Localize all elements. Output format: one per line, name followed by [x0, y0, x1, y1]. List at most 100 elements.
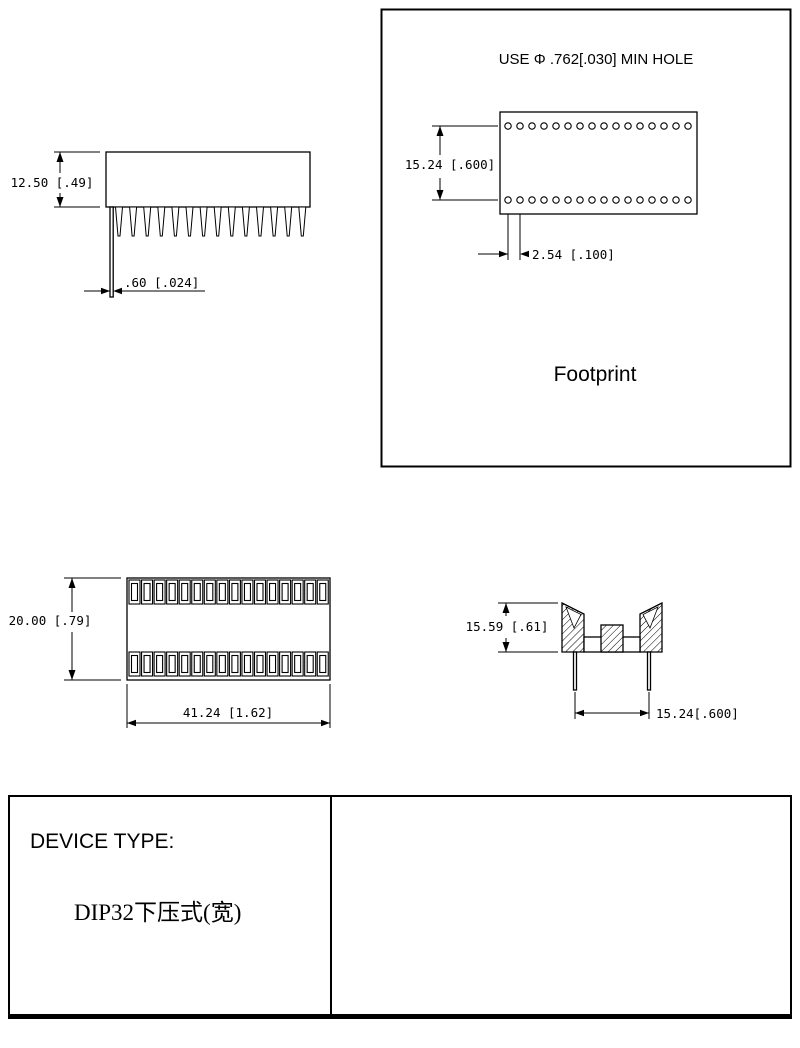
- left-contact-slot: [565, 606, 582, 629]
- connector-pin: [143, 206, 152, 237]
- footprint-hole: [624, 122, 632, 130]
- dimension-leg-span: 15.24[.600]: [574, 692, 739, 721]
- arrowhead: [640, 709, 649, 717]
- footprint-hole: [528, 122, 536, 130]
- device-type-label: DEVICE TYPE:: [30, 830, 175, 853]
- arrowhead: [436, 190, 444, 200]
- connector-pin: [129, 206, 138, 237]
- pin-row: [114, 206, 307, 237]
- contact-cell-inner: [193, 654, 201, 674]
- footprint-hole: [660, 122, 668, 130]
- footprint-hole: [684, 122, 692, 130]
- title-block-right-cell: [332, 797, 790, 1014]
- dim-text-pin: .60 [.024]: [124, 275, 199, 290]
- dimension-row-spacing: 15.24 [.600]: [405, 125, 498, 201]
- arrowhead: [101, 287, 110, 295]
- title-block: DEVICE TYPE: DIP32下压式(宽): [8, 795, 792, 1019]
- footprint-hole: [552, 122, 560, 130]
- contact-cell-inner: [294, 654, 302, 674]
- arrowhead: [502, 642, 510, 652]
- footprint-hole: [564, 196, 572, 204]
- contact-cell-inner: [256, 654, 264, 674]
- contact-cell-inner: [268, 654, 277, 674]
- contact-cell-inner: [218, 582, 226, 602]
- connector-pin: [241, 206, 250, 237]
- contact-cell-inner: [143, 654, 151, 674]
- contact-cell-inner: [243, 582, 251, 602]
- connector-pin: [157, 206, 166, 237]
- connector-pin: [227, 206, 236, 237]
- footprint-hole: [648, 196, 656, 204]
- connector-pin: [114, 206, 124, 237]
- footprint-hole: [672, 122, 680, 130]
- footprint-hole: [576, 122, 584, 130]
- footprint-hole: [600, 196, 608, 204]
- footprint-hole: [600, 122, 608, 130]
- right-leg: [646, 651, 652, 691]
- dimension-pitch: 2.54 [.100]: [478, 214, 615, 262]
- contact-cell-inner: [281, 654, 289, 674]
- connector-pin: [270, 206, 279, 237]
- footprint-hole: [660, 196, 668, 204]
- arrowhead: [56, 152, 64, 162]
- footprint-hole: [516, 196, 524, 204]
- contact-cell-inner: [319, 582, 327, 602]
- contact-cell-inner: [130, 654, 139, 674]
- contact-cell-inner: [181, 582, 189, 602]
- right-contact-slot: [642, 606, 659, 629]
- contact-cell-inner: [130, 582, 139, 602]
- contact-cell-inner: [231, 654, 239, 674]
- contact-cell-inner: [256, 582, 264, 602]
- contact-cell-inner: [181, 654, 189, 674]
- footprint-hole: [588, 122, 596, 130]
- dim-text-body-width: 20.00 [.79]: [9, 613, 92, 628]
- contact-cell-inner: [206, 654, 214, 674]
- contact-cell-inner: [294, 582, 302, 602]
- socket-body-outline: [126, 577, 331, 681]
- dim-text-pitch: 2.54 [.100]: [532, 247, 615, 262]
- footprint-hole: [648, 122, 656, 130]
- connector-pin: [171, 206, 180, 237]
- dimension-body-width: 20.00 [.79]: [9, 577, 121, 681]
- end-view-drawing: 15.59 [.61] 15.24[.600]: [466, 601, 739, 721]
- contact-cell-inner: [306, 582, 314, 602]
- footprint-hole: [552, 196, 560, 204]
- footprint-hole: [540, 122, 548, 130]
- left-leg: [572, 651, 578, 691]
- contact-cell-inner: [306, 654, 314, 674]
- hole-pattern: [504, 122, 692, 204]
- arrowhead: [499, 250, 508, 258]
- connector-pin: [255, 206, 265, 237]
- dimension-body-length: 41.24 [1.62]: [126, 684, 331, 728]
- dim-text-body-length: 41.24 [1.62]: [183, 705, 273, 720]
- connector-pin: [284, 206, 293, 237]
- contact-cell-inner: [281, 582, 289, 602]
- contact-cell-inner: [243, 654, 251, 674]
- footprint-hole: [564, 122, 572, 130]
- top-view-drawing: 20.00 [.79] 41.24 [1.62]: [9, 577, 331, 728]
- center-block-section: [600, 624, 624, 653]
- panel-border: [380, 8, 792, 468]
- arrowhead: [502, 603, 510, 613]
- footprint-hole: [612, 196, 620, 204]
- arrowhead: [113, 287, 122, 295]
- contact-cell-inner: [168, 654, 176, 674]
- footprint-hole: [540, 196, 548, 204]
- arrowhead: [56, 197, 64, 207]
- footprint-hole: [636, 196, 644, 204]
- arrowhead: [127, 719, 136, 727]
- contact-cell-inner: [143, 582, 151, 602]
- arrowhead: [68, 670, 76, 680]
- footprint-hole: [624, 196, 632, 204]
- footprint-hole: [684, 196, 692, 204]
- long-pin: [109, 206, 114, 298]
- footprint-hole: [528, 196, 536, 204]
- contact-cell-inner: [231, 582, 239, 602]
- dim-text-height: 12.50 [.49]: [11, 175, 94, 190]
- device-type-value: DIP32下压式(宽): [74, 900, 242, 925]
- arrowhead: [575, 709, 584, 717]
- contact-cell-inner: [168, 582, 176, 602]
- dimension-height: 12.50 [.49]: [11, 151, 100, 208]
- dim-text-leg-span: 15.24[.600]: [656, 706, 739, 721]
